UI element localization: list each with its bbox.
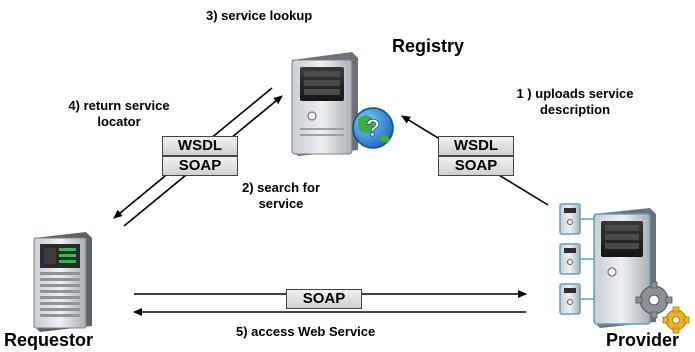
globe-question-icon: ? [352,107,394,149]
step5-label: 5) access Web Service [236,324,376,339]
wsdl-tag-right: WSDL [438,136,514,156]
step1-label: 1 ) uploads service description [490,86,660,118]
soap-tag-bottom: SOAP [286,289,362,309]
registry-server-icon [291,52,358,156]
step4-line1: 4) return service [68,98,170,113]
wsdl-tag-left: WSDL [162,136,238,156]
step3-label: 3) service lookup [206,8,313,23]
svg-text:?: ? [366,115,381,142]
step1-line1: 1 ) uploads service [516,86,634,101]
requestor-label: Requestor [4,330,94,350]
soap-tag-right: SOAP [438,156,514,176]
soap-tag-left: SOAP [162,156,238,176]
step4-label: 4) return service locator [40,98,198,130]
step2-line2: service [258,196,304,211]
provider-server-icon [559,203,656,328]
gear-icon [635,281,690,334]
provider-label: Provider [606,330,680,350]
requestor-server-icon [33,232,92,332]
step1-line2: description [539,102,611,117]
step4-line2: locator [97,114,141,129]
registry-label: Registry [392,36,465,56]
step2-label: 2) search for service [226,180,336,212]
step2-line1: 2) search for [241,180,321,195]
